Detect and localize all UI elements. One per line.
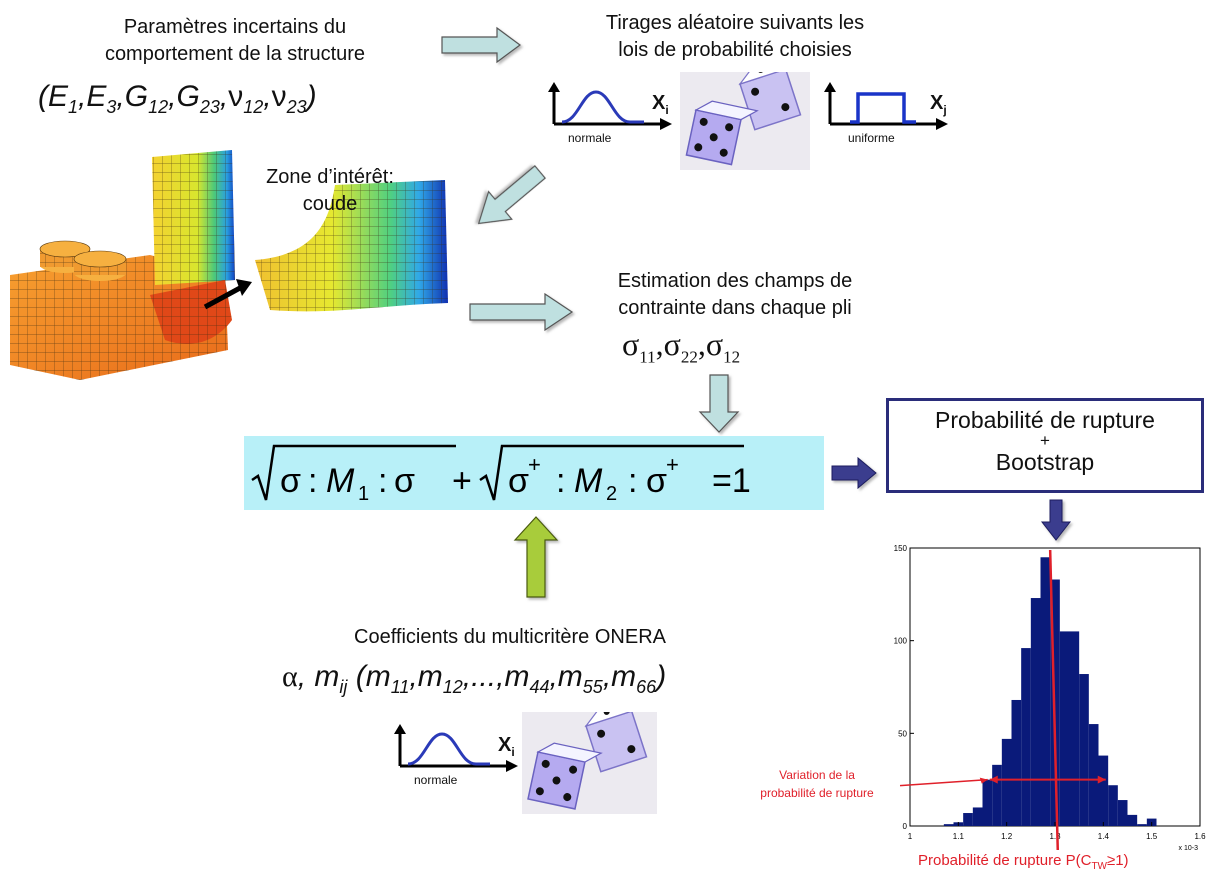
histogram-bar	[1088, 724, 1099, 826]
svg-text:=1: =1	[712, 462, 751, 500]
normal-label-bottom: normale	[414, 773, 458, 787]
stress-line1: Estimation des champs de	[617, 270, 853, 292]
histogram-chart: 1 1.1 1.2 1.3 1.4 1.5 1.6 0 50 100 150 x 10-3	[894, 544, 1206, 850]
y-tick-label: 50	[898, 729, 907, 738]
svg-text:2: 2	[606, 483, 617, 505]
uncertain-params-line1: Paramètres incertains du	[123, 16, 347, 38]
svg-text:σ: σ	[646, 462, 667, 500]
histogram-bar	[1079, 674, 1089, 826]
random-draws-line1: Tirages aléatoire suivants les	[605, 12, 865, 34]
stress-line2: contrainte dans chaque pli	[618, 297, 852, 319]
variation-annotation: Variation de la probabilité de rupture	[728, 766, 906, 802]
x-tick-label: 1.3	[1049, 832, 1061, 841]
zone-line1: Zone d’intérêt:	[266, 166, 394, 188]
x-tick-label: 1.5	[1146, 832, 1158, 841]
y-tick-label: 0	[903, 822, 908, 831]
histogram-bar	[1030, 598, 1041, 826]
histogram-bar	[1127, 814, 1138, 826]
svg-text::: :	[556, 462, 565, 500]
histogram-bar	[1040, 557, 1051, 826]
variation-pointer	[899, 778, 988, 787]
histogram-bar	[1137, 824, 1147, 826]
svg-text::: :	[378, 462, 387, 500]
y-tick-label: 150	[894, 544, 908, 553]
svg-text::: :	[308, 462, 317, 500]
histogram-bar	[982, 779, 993, 826]
dice-icon-bottom	[522, 712, 657, 814]
svg-text::: :	[628, 462, 637, 500]
svg-text:+: +	[452, 462, 472, 500]
arrow-down	[698, 374, 740, 433]
x-tick-label: 1	[908, 832, 913, 841]
histogram-bar	[1117, 800, 1128, 826]
histogram-bar	[1001, 738, 1012, 826]
normal-var-top: Xi	[652, 92, 669, 117]
coefficients-text: Coefficients du multicritère ONERA	[354, 626, 666, 648]
uniform-distribution-icon	[824, 82, 948, 130]
dice-icon-top	[680, 72, 810, 170]
uncertain-params-line2: comportement de la structure	[104, 43, 366, 65]
variation-pointer-head	[979, 777, 988, 784]
criterion-formula: σ : M 1 : σ + σ + : M 2 : σ + =1	[251, 444, 751, 505]
histogram-bar	[1098, 755, 1109, 826]
variation-line2: probabilité de rupture	[760, 786, 874, 800]
arrow-right-dark	[831, 456, 877, 490]
arrow-diagonal	[477, 165, 546, 225]
random-draws-line2: lois de probabilité choisies	[618, 39, 852, 61]
svg-text:M: M	[326, 462, 355, 500]
stress-estimation-text: Estimation des champs de contrainte dans…	[580, 268, 890, 322]
histogram-bar	[992, 764, 1002, 826]
svg-text:σ: σ	[508, 462, 529, 500]
coefficients-formula: α, mij (m11,m12,...,m44,m55,m66)	[282, 660, 667, 697]
x-tick-label: 1.6	[1194, 832, 1206, 841]
criterion-formula-box	[244, 436, 824, 510]
histogram-bar	[1011, 699, 1022, 826]
y-tick-label: 100	[894, 637, 908, 646]
params-formula: (E1,E3,G12,G23,ν12,ν23)	[38, 80, 317, 117]
svg-text:+: +	[528, 452, 541, 477]
uniform-var: Xj	[930, 92, 947, 117]
fe-model-illustration	[10, 150, 448, 380]
arrow-up-green	[513, 516, 559, 598]
normal-var-bottom: Xi	[498, 734, 515, 759]
variation-arrowhead-right	[1097, 775, 1106, 784]
uncertain-params-text: Paramètres incertains du comportement de…	[60, 14, 410, 68]
histogram-bar	[1021, 648, 1031, 826]
variation-line1: Variation de la	[779, 768, 855, 782]
histogram-bar	[1069, 631, 1080, 826]
svg-text:σ: σ	[280, 462, 301, 500]
svg-text:1: 1	[358, 483, 369, 505]
svg-text:M: M	[574, 462, 603, 500]
histogram-bar	[943, 824, 954, 826]
result-line2: +	[1040, 431, 1050, 450]
x-exponent-label: x 10-3	[1179, 845, 1199, 850]
svg-text:σ: σ	[394, 462, 415, 500]
result-box: Probabilité de rupture + Bootstrap	[886, 398, 1204, 493]
uniform-label: uniforme	[848, 131, 895, 145]
arrow-right-top	[441, 26, 522, 64]
arrow-down-dark	[1040, 499, 1072, 541]
arrow-right-middle	[469, 292, 574, 332]
histogram-bar	[1108, 785, 1118, 826]
variation-arrowhead-left	[989, 775, 998, 784]
probability-label: Probabilité de rupture P(CTW≥1)	[918, 852, 1129, 872]
result-line3: Bootstrap	[995, 449, 1095, 475]
result-line1: Probabilité de rupture	[935, 407, 1155, 433]
histogram-bar	[963, 813, 973, 826]
zone-interest-text: Zone d’intérêt: coude	[240, 164, 420, 218]
probability-marker-line	[1048, 549, 1060, 850]
histogram-bar	[1059, 631, 1070, 826]
histogram-bar	[972, 807, 983, 826]
x-tick-label: 1.2	[1001, 832, 1013, 841]
normal-distribution-icon-bottom	[394, 724, 518, 772]
svg-text:+: +	[666, 452, 679, 477]
x-tick-label: 1.4	[1098, 832, 1110, 841]
x-tick-label: 1.1	[953, 832, 965, 841]
stress-formula: σ11,σ22,σ12	[622, 326, 741, 367]
random-draws-text: Tirages aléatoire suivants les lois de p…	[545, 10, 925, 64]
normal-label-top: normale	[568, 131, 612, 145]
zone-line2: coude	[302, 193, 358, 215]
normal-distribution-icon	[548, 82, 672, 130]
